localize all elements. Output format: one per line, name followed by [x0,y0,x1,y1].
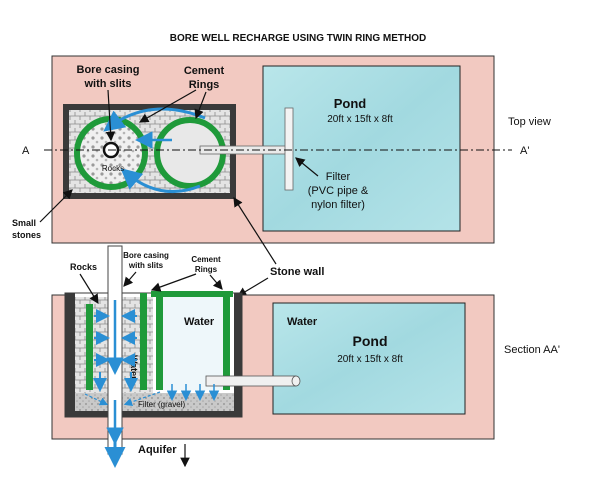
top-filter-label-1: Filter [326,171,351,183]
section-inlet-pipe-end [291,375,301,387]
section-bore-casing-leader [123,271,137,287]
top-pond-label: Pond [334,96,367,111]
top-cement-rings-label-2: Rings [189,79,220,91]
section-pit-floor [65,411,242,417]
stone-wall-leader-bottom [236,277,269,297]
diagram-title: BORE WELL RECHARGE USING TWIN RING METHO… [170,33,426,44]
section-ring-left-wall-a [86,304,93,390]
section-a-label: A [22,145,30,157]
section-ring-left-wall-b [140,293,147,390]
top-view-label: Top view [508,116,551,128]
top-pond [262,65,461,232]
section-ring-top-cap [151,291,233,297]
top-filter-label-3: nylon filter) [311,199,365,211]
section-filter-gravel-label: Filter (gravel) [138,400,185,409]
section-water-in-ring-label: Water [184,316,215,328]
section-stone-wall-left [65,293,75,417]
section-cement-rings-label-2: Rings [195,265,218,274]
section-view-label: Section AA' [504,344,560,356]
section-bore-casing-label-1: Bore casing [123,251,169,260]
top-bore-casing-label-2: with slits [83,78,131,90]
top-filter-leader [295,157,319,177]
top-pond-size: 20ft x 15ft x 8ft [327,114,393,125]
stone-wall-leader-top [233,196,277,265]
section-pond-label: Pond [353,333,388,349]
section-rocks-label: Rocks [70,262,97,272]
top-cement-rings-leader-1 [138,89,197,123]
top-filter-screen [284,107,294,191]
aquifer-label: Aquifer [138,444,177,456]
top-view: Pond 20ft x 15ft x 8ft Top view Rocks A … [12,55,551,297]
section-cement-rings-leader-2 [209,274,223,290]
small-stones-leader [39,189,73,223]
section-cement-rings-label-1: Cement [191,255,221,264]
section-ring-right-wall-b [223,293,230,390]
top-cement-rings-leader-2 [194,91,207,120]
section-bore-casing-label-2: with slits [128,261,164,270]
section-water-vertical-label: Water [129,355,139,380]
section-ring-right-water [163,297,223,390]
section-view: Pond 20ft x 15ft x 8ft Water Section AA'… [51,245,560,468]
section-stone-wall-right [234,293,242,417]
section-rocks-leader [79,273,99,305]
section-pond [272,302,466,415]
section-ring-right-wall-a [156,293,163,390]
top-bore-casing-label-1: Bore casing [77,64,140,76]
section-cement-rings-leader-1 [150,273,197,292]
section-a-prime-label: A' [520,145,529,157]
section-water-outside-label: Water [287,316,318,328]
top-rocks-label: Rocks [102,164,124,173]
top-bore-casing-leader [105,89,116,142]
top-filter-pipe [199,145,293,155]
flow-arrow-gravel-6 [84,393,109,406]
stone-wall-label: Stone wall [270,266,324,278]
top-cement-rings-label-1: Cement [184,65,225,77]
section-inlet-pipe [205,375,297,387]
small-stones-label-1: Small [12,218,36,228]
section-pond-size: 20ft x 15ft x 8ft [337,354,403,365]
top-flow-arrow-upper [103,107,206,132]
top-flow-arrow-lower [120,168,201,193]
section-flow-arrows [84,300,220,468]
flow-arrow-gravel-5 [123,391,161,406]
top-filter-label-2: (PVC pipe & [308,185,369,197]
small-stones-label-2: stones [12,230,41,240]
